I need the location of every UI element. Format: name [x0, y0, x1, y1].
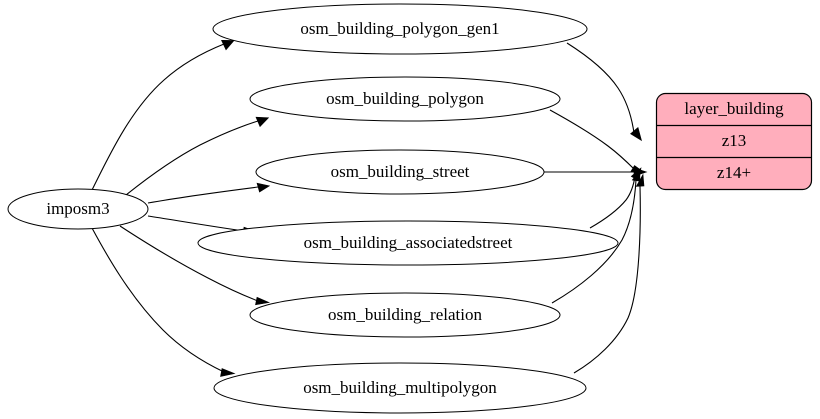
node-osm_building_polygon[interactable]: osm_building_polygon [249, 76, 561, 122]
node-osm_building_street-label: osm_building_street [331, 162, 470, 181]
node-layer_building[interactable]: layer_building z13 z14+ [655, 92, 813, 191]
node-osm_building_street-shape[interactable] [255, 149, 545, 195]
node-osm_building_relation[interactable]: osm_building_relation [249, 292, 561, 338]
layer-building-row-z13[interactable]: z13 [722, 131, 747, 150]
node-imposm3[interactable]: imposm3 [7, 188, 149, 230]
node-imposm3-shape[interactable] [7, 188, 149, 230]
node-osm_building_polygon_gen1-label: osm_building_polygon_gen1 [300, 19, 499, 38]
edge-osm_building_multipolygon-to-layer_building-z14plus [573, 173, 645, 374]
node-osm_building_relation-label: osm_building_relation [328, 305, 482, 324]
node-osm_building_associatedstreet[interactable]: osm_building_associatedstreet [197, 220, 619, 266]
edge-group-tables-to-layer [544, 42, 648, 374]
edge-imposm3-to-osm_building_relation [119, 225, 271, 306]
edge-osm_building_relation-to-layer_building-z14plus [551, 169, 641, 304]
node-osm_building_polygon-label: osm_building_polygon [326, 89, 484, 108]
layer-building-row-title: layer_building [684, 99, 784, 118]
layer-building-box[interactable] [655, 92, 813, 191]
edge-imposm3-to-osm_building_multipolygon [91, 227, 236, 377]
node-imposm3-label: imposm3 [46, 199, 109, 218]
node-osm_building_street[interactable]: osm_building_street [255, 149, 545, 195]
node-osm_building_multipolygon[interactable]: osm_building_multipolygon [213, 362, 587, 414]
edge-imposm3-to-osm_building_polygon [125, 116, 270, 196]
node-osm_building_associatedstreet-shape[interactable] [197, 220, 619, 266]
node-osm_building_polygon-shape[interactable] [249, 76, 561, 122]
node-osm_building_associatedstreet-label: osm_building_associatedstreet [304, 233, 513, 252]
node-osm_building_relation-shape[interactable] [249, 292, 561, 338]
node-osm_building_polygon_gen1-shape[interactable] [212, 3, 588, 55]
edge-osm_building_polygon_gen1-to-layer_building-z13 [566, 42, 642, 142]
edge-osm_building_polygon-to-layer_building-z14plus [549, 109, 645, 173]
edge-osm_building_associatedstreet-to-layer_building-z14plus [589, 167, 642, 229]
edge-osm_building_street-to-layer_building-z14plus [544, 167, 648, 177]
layer-building-row-z14plus[interactable]: z14+ [717, 163, 751, 182]
node-osm_building_multipolygon-label: osm_building_multipolygon [303, 378, 497, 397]
node-osm_building_polygon_gen1[interactable]: osm_building_polygon_gen1 [212, 3, 588, 55]
node-osm_building_multipolygon-shape[interactable] [213, 362, 587, 414]
edge-imposm3-to-osm_building_polygon_gen1 [91, 39, 235, 191]
edge-imposm3-to-osm_building_street [147, 182, 271, 204]
